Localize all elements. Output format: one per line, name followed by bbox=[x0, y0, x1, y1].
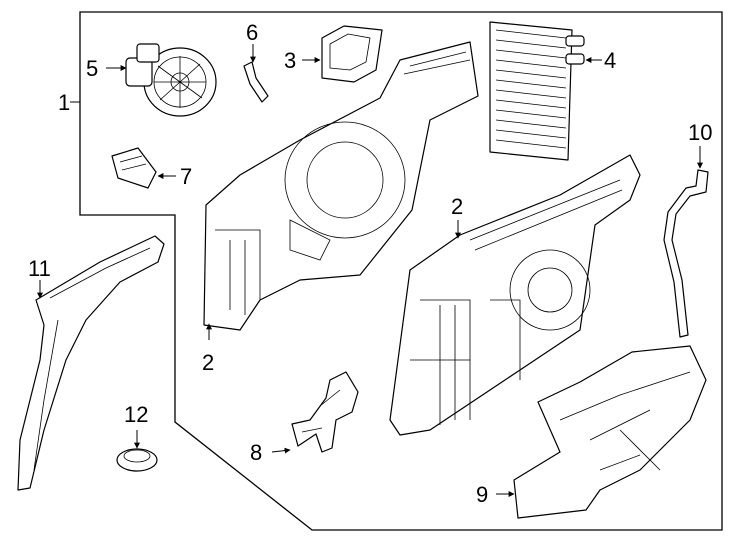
heater-core bbox=[489, 21, 585, 161]
callout-4: 4 bbox=[604, 48, 616, 73]
lower-duct-housing bbox=[513, 345, 707, 519]
callout-11: 11 bbox=[28, 256, 51, 281]
drain-tube bbox=[663, 169, 709, 338]
callout-2-left: 2 bbox=[202, 350, 214, 375]
callout-2-right: 2 bbox=[451, 194, 463, 219]
callout-3: 3 bbox=[284, 48, 296, 73]
case-half-left bbox=[203, 41, 479, 331]
drain-hose bbox=[243, 61, 269, 103]
callout-10: 10 bbox=[688, 120, 712, 145]
side-trim-panel bbox=[17, 235, 165, 491]
callout-1: 1 bbox=[58, 90, 70, 115]
expansion-valve-bracket bbox=[291, 371, 359, 453]
leader-lines bbox=[37, 44, 703, 497]
blower-resistor bbox=[111, 147, 157, 189]
callout-5: 5 bbox=[86, 56, 98, 81]
callout-7: 7 bbox=[180, 164, 192, 189]
assembly-frame bbox=[79, 11, 723, 531]
grommet bbox=[116, 448, 158, 472]
callout-12: 12 bbox=[124, 402, 148, 427]
case-half-right bbox=[389, 154, 641, 436]
callout-6: 6 bbox=[246, 20, 258, 45]
callout-8: 8 bbox=[250, 440, 262, 465]
blower-motor bbox=[125, 43, 217, 117]
callout-9: 9 bbox=[476, 482, 488, 507]
seal-gasket bbox=[321, 25, 383, 83]
